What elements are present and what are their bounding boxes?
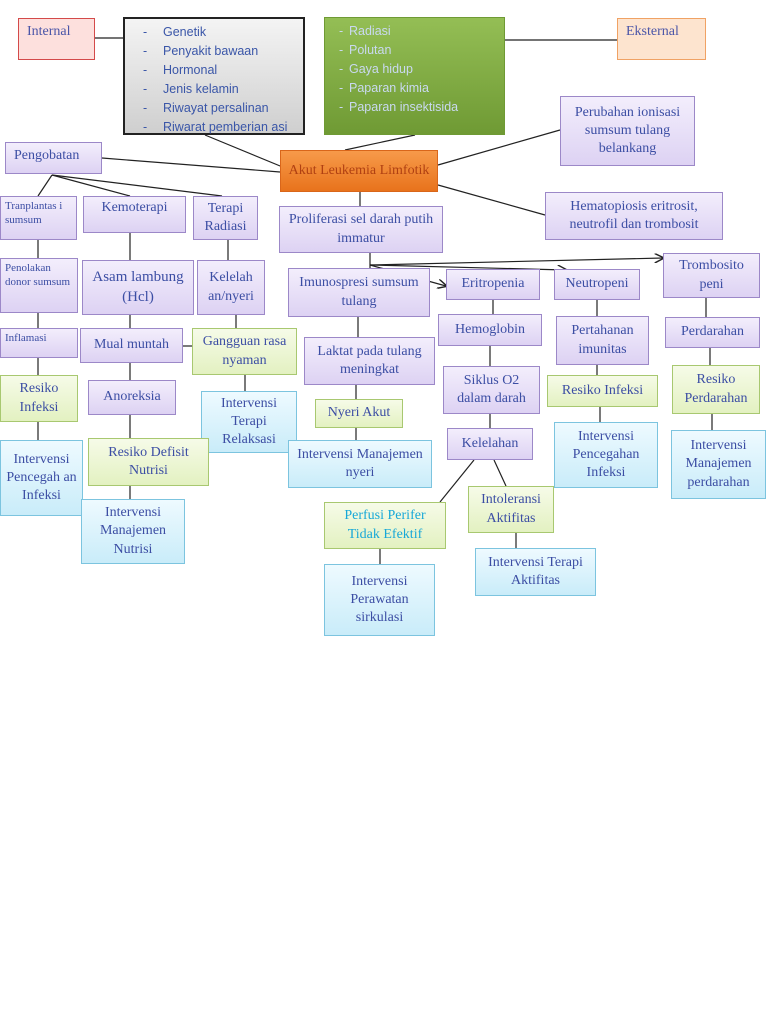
intervensi-pencegahan2-box: Intervensi Pencegahan Infeksi — [554, 422, 658, 488]
external-factor: Gaya hidup — [339, 60, 498, 79]
internal-factor: Riwarat pemberian asi — [143, 118, 297, 137]
pengobatan-box: Pengobatan — [5, 142, 102, 174]
intervensi-pencegahan-infeksi-box: Intervensi Pencegah an Infeksi — [0, 440, 83, 516]
laktat-box: Laktat pada tulang meningkat — [304, 337, 435, 385]
kelelahan-nyeri-box: Kelelah an/nyeri — [197, 260, 265, 315]
link-peng-kemo — [51, 174, 131, 197]
neutropeni-box: Neutropeni — [554, 269, 640, 300]
intoleransi-aktifitas-box: Intoleransi Aktifitas — [468, 486, 554, 533]
intervensi-nyeri-box: Intervensi Manajemen nyeri — [288, 440, 432, 488]
internal-factor: Genetik — [143, 23, 297, 42]
eritropenia-box: Eritropenia — [446, 269, 540, 300]
link-to-trombosit — [369, 258, 663, 266]
internal-factor: Hormonal — [143, 61, 297, 80]
external-box: Eksternal — [617, 18, 706, 60]
link-ionisasi-center — [437, 129, 561, 166]
intervensi-perdarahan-box: Intervensi Manajemen perdarahan — [671, 430, 766, 499]
internal-box: Internal — [18, 18, 95, 60]
trombositopeni-box: Trombosito peni — [663, 253, 760, 298]
link-peng-trans — [37, 174, 53, 197]
link-olive-center — [344, 134, 416, 151]
internal-factor: Penyakit bawaan — [143, 42, 297, 61]
link-pengobatan-center — [101, 157, 281, 173]
external-factor: Paparan insektisida — [339, 98, 498, 117]
perfusi-perifer-box: Perfusi Perifer Tidak Efektif — [324, 502, 446, 549]
kelelahan-box: Kelelahan — [447, 428, 533, 460]
gangguan-rasa-nyaman-box: Gangguan rasa nyaman — [192, 328, 297, 375]
resiko-perdarahan-box: Resiko Perdarahan — [672, 365, 760, 414]
intervensi-nutrisi-box: Intervensi Manajemen Nutrisi — [81, 499, 185, 564]
link-center-hemato — [437, 184, 546, 216]
perdarahan-box: Perdarahan — [665, 317, 760, 348]
anoreksia-box: Anoreksia — [88, 380, 176, 415]
intervensi-relaksasi-box: Intervensi Terapi Relaksasi — [201, 391, 297, 453]
terapi-radiasi-box: Terapi Radiasi — [193, 196, 258, 240]
resiko-defisit-nutrisi-box: Resiko Defisit Nutrisi — [88, 438, 209, 486]
imunospresi-box: Imunospresi sumsum tulang — [288, 268, 430, 317]
external-factor: Polutan — [339, 41, 498, 60]
external-factor: Radiasi — [339, 22, 498, 41]
transplantasi-box: Tranplantas i sumsum — [0, 196, 77, 240]
internal-factor: Jenis kelamin — [143, 80, 297, 99]
external-factors-list: Radiasi Polutan Gaya hidup Paparan kimia… — [324, 17, 505, 135]
intervensi-sirkulasi-box: Intervensi Perawatan sirkulasi — [324, 564, 435, 636]
link-kelelahan-intoleransi — [493, 459, 507, 487]
hematopoiesis-box: Hematopiosis eritrosit, neutrofil dan tr… — [545, 192, 723, 240]
asam-lambung-box: Asam lambung (Hcl) — [82, 260, 194, 315]
link-peng-terapi — [51, 174, 223, 197]
siklus-o2-box: Siklus O2 dalam darah — [443, 366, 540, 414]
pertahanan-imunitas-box: Pertahanan imunitas — [556, 316, 649, 365]
link-gray-center — [204, 134, 286, 169]
hemoglobin-box: Hemoglobin — [438, 314, 542, 346]
proliferasi-box: Proliferasi sel darah putih immatur — [279, 206, 443, 253]
internal-factor: Riwayat persalinan — [143, 99, 297, 118]
ionisasi-box: Perubahan ionisasi sumsum tulang belanka… — [560, 96, 695, 166]
nyeri-akut-box: Nyeri Akut — [315, 399, 403, 428]
intervensi-aktifitas-box: Intervensi Terapi Aktifitas — [475, 548, 596, 596]
external-factor: Paparan kimia — [339, 79, 498, 98]
inflamasi-box: Inflamasi — [0, 328, 78, 358]
kemoterapi-box: Kemoterapi — [83, 196, 186, 233]
penolakan-box: Penolakan donor sumsum — [0, 258, 78, 313]
link-kelelahan-perfusi — [439, 459, 475, 503]
mual-muntah-box: Mual muntah — [80, 328, 183, 363]
resiko-infeksi-box: Resiko Infeksi — [0, 375, 78, 422]
internal-factors-list: Genetik Penyakit bawaan Hormonal Jenis k… — [123, 17, 305, 135]
resiko-infeksi2-box: Resiko Infeksi — [547, 375, 658, 407]
center-node: Akut Leukemia Limfotik — [280, 150, 438, 192]
